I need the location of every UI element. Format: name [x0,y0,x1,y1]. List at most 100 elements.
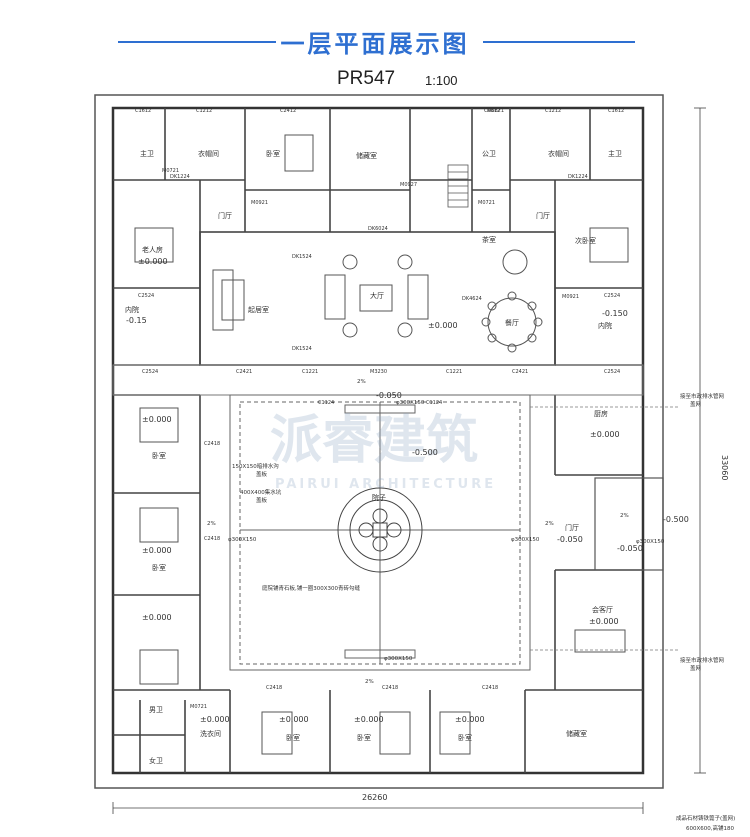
code-c1612a: C1612 [135,108,151,114]
opening-codes: C1612 C1212 C2412 C0812 C1212 C1612 DK12… [135,108,624,710]
code-dk1224b: DK1224 [568,174,588,180]
room-guest-hall: 会客厅 [592,605,613,614]
note-pipe-2: φ300X150 [228,537,257,543]
note-grate-size: 600X600,高铺180 [686,824,735,832]
code-c0812: C0812 [484,108,500,114]
drain-lines [530,406,680,651]
note-pipe-5: φ300X150 [636,539,665,545]
room-closet-r: 衣帽间 [548,149,569,158]
level-bed-s2: ±0.000 [354,715,384,724]
room-bath-f: 女卫 [149,756,163,765]
code-dk1524b: DK1524 [292,346,312,352]
watermark-text: 派睿建筑 [270,411,478,471]
room-storage-se: 储藏室 [566,729,587,738]
room-dining: 餐厅 [505,318,519,327]
code-c2524b: C2524 [604,293,620,299]
dim-height: 33060 [720,455,729,480]
level-entry-r: -0.050 [617,544,643,553]
note-outlet-1: 接至市政排水管网 [680,392,725,400]
level-court-top: -0.050 [376,391,402,400]
room-inner-yard-r: 内院 [598,321,612,330]
code-c2418d: C2418 [204,441,220,447]
code-c1221a: C1221 [302,369,318,375]
room-hall-l: 门厅 [218,211,232,220]
code-c2524a: C2524 [138,293,154,299]
level-laundry: ±0.000 [200,715,230,724]
code-m0721a: M0721 [478,200,495,206]
room-storage-top: 储藏室 [356,151,377,160]
note-pipe-3: φ300X150 [511,537,540,543]
room-bath-main-l: 主卫 [140,149,154,158]
exterior-walls [111,106,645,775]
room-living: 起居室 [248,305,269,314]
level-court-mid: -0.500 [412,448,438,457]
level-yard-l: -0.15 [126,316,147,325]
room-inner-yard-l: 内院 [125,305,139,314]
level-bed-w1: ±0.000 [142,415,172,424]
level-bed-s3: ±0.000 [455,715,485,724]
note-pipe-1: φ300X150 [396,400,425,406]
note-slope-2: 2% [207,521,216,527]
level-bed-w3: ±0.000 [142,613,172,622]
level-hall: ±0.000 [428,321,458,330]
room-closet-l: 衣帽间 [198,149,219,158]
note-drain-ditch: 150X150暗排水沟 [232,462,279,470]
stairs [447,164,469,208]
plan-scale: 1:100 [425,73,458,88]
code-dk1524a: DK1524 [292,254,312,260]
level-outside: -0.500 [663,515,689,524]
level-bed-s1: ±0.000 [279,715,309,724]
level-kitchen: ±0.000 [590,430,620,439]
code-m0921a: M0921 [251,200,268,206]
code-m0721b: M0721 [162,168,179,174]
room-bed-w1: 卧室 [152,451,166,460]
plan-code: PR547 [337,68,396,89]
room-labels: 主卫 衣帽间 卧室 储藏室 公卫 衣帽间 主卫 老人房 门厅 起居室 大厅 茶室… [125,149,622,765]
room-laundry: 洗衣间 [200,729,221,738]
note-pipe-4: φ300X150 [384,656,413,662]
room-courtyard: 院子 [372,493,386,502]
room-kitchen: 厨房 [594,409,608,418]
note-sump-cover: 盖板 [256,496,268,504]
code-c2418c: C2418 [482,685,498,691]
code-c1212b: C1212 [545,108,561,114]
code-c2418a: C2418 [266,685,282,691]
code-m3230: M3230 [370,369,387,375]
code-c2524c: C2524 [142,369,158,375]
code-c2418b: C2418 [382,685,398,691]
code-c2418e: C2418 [204,536,220,542]
room-guest: 次卧室 [575,236,596,245]
note-paving: 庭院铺青石板,铺一圈300X300青砖勾缝 [262,584,361,592]
room-entry: 门厅 [565,523,579,532]
title-rule-left [118,41,276,43]
code-c2412: C2412 [280,108,296,114]
code-m0821: M0821 [487,108,504,114]
room-bath-main-r: 主卫 [608,149,622,158]
code-dk6024: DK6024 [368,226,388,232]
code-m0927: M0927 [400,182,417,188]
level-bed-w2: ±0.000 [142,546,172,555]
room-bath-public: 公卫 [482,150,496,158]
code-c2421a: C2421 [236,369,252,375]
room-bath-m: 男卫 [149,706,163,714]
dim-width: 26260 [362,793,387,802]
note-outlet-1-cover: 盖网 [690,400,702,408]
note-grate: 成品石材铸铁篦子(盖网) [676,814,735,822]
code-c1221b: C1221 [446,369,462,375]
code-dk4624: DK4624 [462,296,482,302]
courtyard [229,394,531,671]
note-outlet-2: 接至市政排水管网 [680,656,725,664]
room-bed-w2: 卧室 [152,563,166,572]
drainage-notes: 150X150暗排水沟 盖板 400X400集水坑 盖板 庭院铺青石板,铺一圈3… [207,379,735,832]
room-great-hall: 大厅 [370,291,384,300]
note-slope-5: 2% [365,679,374,685]
header: 一层平面展示图 PR547 1:100 [0,0,750,100]
room-bed-s1: 卧室 [286,733,300,742]
hall-furniture [212,249,543,353]
room-bed-top-l: 卧室 [266,149,280,158]
note-outlet-2-cover: 盖网 [690,664,702,672]
level-elder: ±0.000 [138,257,168,266]
code-m0721c: M0721 [190,704,207,710]
room-hall-r: 门厅 [536,211,550,220]
title-rule-right [483,41,635,43]
